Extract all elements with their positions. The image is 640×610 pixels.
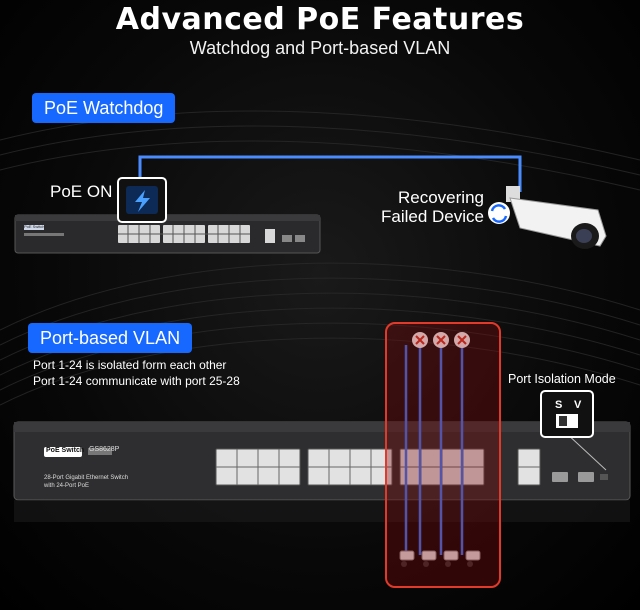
switch-v-label: V	[574, 399, 582, 411]
sfp-ports	[552, 472, 594, 482]
poe-on-label: PoE ON	[50, 182, 113, 201]
recovering-label: Recovering	[398, 188, 484, 207]
security-camera-icon	[488, 186, 607, 249]
top-switch	[14, 214, 321, 254]
bottom-switch-model: GS8628P	[89, 446, 120, 453]
top-switch-brand: PoE Switch	[24, 224, 45, 229]
port-based-vlan-badge: Port-based VLAN	[28, 323, 193, 353]
bottom-switch-brand: PoE Switch	[46, 447, 85, 454]
port-isolation-mode-label: Port Isolation Mode	[508, 372, 616, 386]
vlan-note-line1: Port 1-24 is isolated form each other	[33, 358, 227, 372]
vlan-isolation-box	[385, 322, 501, 588]
bottom-switch-desc-2: with 24-Port PoE	[44, 483, 90, 489]
poe-watchdog-badge: PoE Watchdog	[32, 93, 176, 123]
page-title: Advanced PoE Features	[115, 2, 525, 37]
page-subtitle: Watchdog and Port-based VLAN	[189, 38, 451, 58]
switch-s-label: S	[555, 399, 563, 411]
background-swirl	[0, 110, 640, 406]
isolation-x-markers	[412, 332, 470, 348]
vlan-isolation-lines	[404, 345, 464, 555]
vlan-camera-icons	[399, 550, 481, 561]
bottom-switch-desc-1: 28-Port Gigabit Ethernet Switch	[44, 475, 129, 481]
poe-on-port-highlight	[117, 177, 167, 223]
vlan-note-line2: Port 1-24 communicate with port 25-28	[33, 374, 240, 388]
failed-device-label: Failed Device	[381, 207, 484, 226]
isolation-mode-switch	[540, 390, 607, 471]
